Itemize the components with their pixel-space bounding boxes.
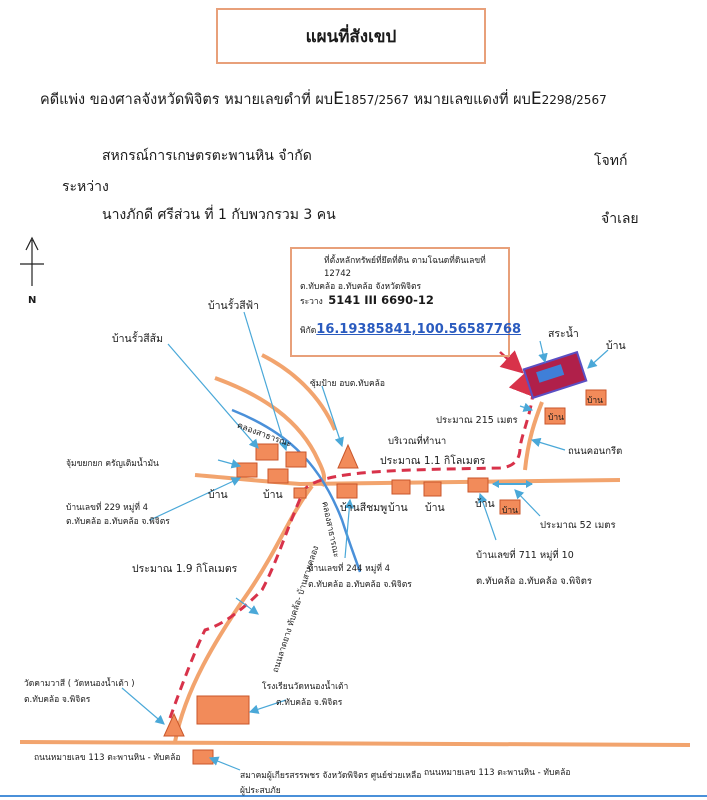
info-grid-value: 5141 III 6690-12 (328, 293, 434, 307)
association-building (192, 749, 214, 765)
label-house-244-address: ต.ทับคล้อ อ.ทับคล้อ จ.พิจิตร (308, 580, 412, 590)
house-building (285, 451, 307, 468)
label-school: โรงเรียนวัดหนองน้ำเต้า (262, 682, 349, 692)
label-house-229: บ้านเลขที่ 229 หมู่ที่ 4 (66, 503, 149, 513)
label-gas-station: จุ้มขยกยก ครัญเติมน้ำมัน (66, 459, 159, 469)
house-building (499, 499, 521, 515)
red-case-letter: E (530, 89, 542, 109)
info-deed: ที่ตั้งหลักทรัพย์ที่ยึดที่ดิน ตามโฉนดที่… (324, 256, 486, 279)
coordinate-link[interactable]: 16.19385841,100.56587768 (316, 322, 522, 337)
house-building (336, 483, 358, 499)
property-info-box: ที่ตั้งหลักทรัพย์ที่ยึดที่ดิน ตามโฉนดที่… (290, 247, 521, 357)
house-building (293, 487, 307, 499)
info-coord-row: พิกัด16.19385841,100.56587768 (300, 323, 521, 338)
distance-52m-arrow-icon (492, 480, 533, 488)
plaintiff-name: สหกรณ์การเกษตรตะพานหิน จำกัด (102, 148, 312, 164)
info-grid-label: ระวาง (300, 297, 323, 307)
label-house-f: บ้าน (502, 506, 518, 516)
label-concrete-road: ถนนคอนกรีต (568, 446, 623, 457)
case-prefix: คดีแพ่ง ของศาลจังหวัดพิจิตร หมายเลขดำที่… (40, 92, 334, 108)
label-blue-fence-house: บ้านรั้วสีฟ้า (208, 300, 260, 312)
highway-113 (19, 740, 691, 747)
label-house-near-road: บ้าน (548, 413, 564, 423)
black-case-number: 1857/2567 (343, 93, 410, 107)
school-building (196, 695, 250, 725)
label-1-9-km: ประมาณ 1.9 กิโลเมตร (132, 563, 238, 575)
label-orange-fence-house: บ้านรั้วสีส้ม (112, 333, 164, 345)
house-building (391, 479, 411, 495)
label-association: สมาคมผู้เกียรสรรพชร จังหวัดพิจิตร ศูนย์ช… (240, 771, 422, 781)
label-house-a: บ้าน (208, 489, 228, 501)
label-temple: วัดคามวาสี ( วัดหนองน้ำเต้า ) (24, 679, 135, 689)
case-number-line: คดีแพ่ง ของศาลจังหวัดพิจิตร หมายเลขดำที่… (40, 88, 607, 111)
north-label: N (28, 295, 37, 306)
concrete-road (523, 401, 544, 471)
red-case-prefix: หมายเลขแดงที่ ผบ (409, 92, 531, 108)
label-rice-field: บริเวณที่ทำนา (388, 436, 447, 447)
label-pond: สระน้ำ (548, 328, 579, 340)
target-property (522, 350, 588, 400)
label-house-c: บ้าน (388, 502, 408, 514)
between-label: ระหว่าง (62, 179, 109, 195)
house-building (267, 468, 289, 484)
house-building (423, 481, 442, 497)
label-highway-left: ถนนหมายเลข 113 ตะพานหิน - ทับคล้อ (34, 753, 181, 763)
label-house-right-box: บ้าน (587, 396, 603, 406)
temple-triangle-icon (163, 712, 185, 737)
red-case-number: 2298/2567 (541, 93, 607, 107)
north-arrow-icon (20, 236, 44, 286)
label-house-d: บ้าน (425, 502, 445, 514)
house-building (255, 443, 279, 461)
leader-lines (121, 311, 609, 771)
canal (231, 408, 362, 573)
plaintiff-role: โจทก์ (594, 153, 628, 169)
label-house-e: บ้าน (475, 498, 495, 510)
title-box: แผนที่สังเขป (216, 8, 486, 64)
label-highway-right: ถนนหมายเลข 113 ตะพานหิน - ทับคล้อ (424, 768, 571, 778)
defendant-name: นางภักดี ศรีส่วน ที่ 1 กับพวกรวม 3 คน (102, 207, 336, 223)
label-house-244: บ้านเลขที่ 244 หมู่ที่ 4 (308, 564, 391, 574)
label-house-b: บ้าน (263, 489, 283, 501)
north-curve-road-2 (261, 353, 337, 431)
label-52m: ประมาณ 52 เมตร (540, 520, 616, 531)
house-building (467, 477, 489, 493)
page-title: แผนที่สังเขป (305, 26, 397, 47)
label-1-1-km: ประมาณ 1.1 กิโลเมตร (380, 455, 486, 467)
north-curve-road-1 (214, 376, 327, 487)
main-east-road (194, 473, 621, 487)
label-house-711: บ้านเลขที่ 711 หมู่ที่ 10 (476, 550, 574, 561)
label-association-2: ผู้ประสบภัย (240, 786, 281, 796)
defendant-role: จำเลย (601, 211, 639, 227)
label-checkpoint: ซุ้มป้าย อบต.ทับคล้อ (310, 379, 385, 389)
info-coord-label: พิกัด (300, 326, 317, 336)
info-address: ต.ทับคล้อ อ.ทับคล้อ จังหวัดพิจิตร (300, 282, 422, 292)
checkpoint-triangle-icon (337, 443, 359, 469)
black-case-letter: E (333, 89, 344, 109)
label-house-711-address: ต.ทับคล้อ อ.ทับคล้อ จ.พิจิตร (476, 576, 592, 587)
house-building (236, 462, 258, 478)
house-building (544, 407, 566, 425)
info-grid-row: ระวาง 5141 III 6690-12 (300, 294, 500, 309)
label-house-229-address: ต.ทับคล้อ อ.ทับคล้อ จ.พิจิตร (66, 517, 170, 527)
label-temple-address: ต.ทับคล้อ จ.พิจิตร (24, 695, 91, 705)
label-house-top-right: บ้าน (606, 340, 626, 352)
label-pink-house: บ้านสีชมพู (340, 502, 388, 514)
house-building (585, 389, 607, 406)
label-215m: ประมาณ 215 เมตร (436, 415, 518, 426)
label-school-address: ต.ทับคล้อ จ.พิจิตร (276, 698, 343, 708)
